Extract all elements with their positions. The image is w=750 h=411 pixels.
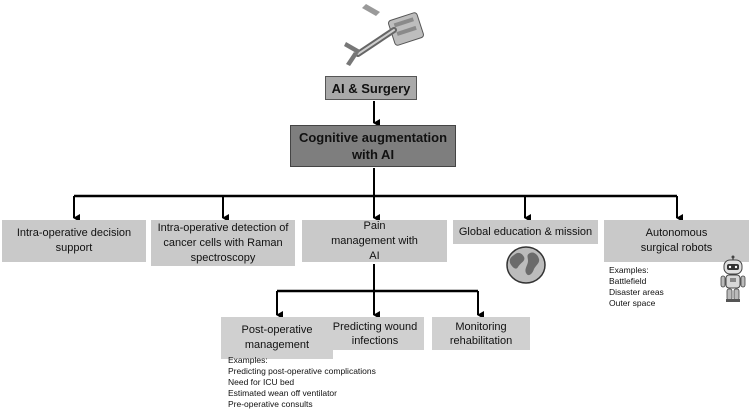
node-pain-management: Pain management with AI: [302, 220, 447, 262]
example-item: Disaster areas: [609, 287, 664, 297]
node-label: Monitoring rehabilitation: [449, 320, 513, 347]
example-item: Predicting post-operative complications: [228, 366, 376, 376]
node-predicting-wound-infections: Predicting wound infections: [326, 317, 424, 350]
postop-examples: Examples: Predicting post-operative comp…: [228, 355, 376, 410]
examples-heading: Examples:: [609, 265, 649, 275]
cognitive-augmentation-node: Cognitive augmentation with AI: [290, 125, 456, 167]
example-item: Battlefield: [609, 276, 647, 286]
node-raman-detection: Intra-operative detection of cancer cell…: [151, 220, 295, 266]
node-label: Post-operative management: [241, 324, 313, 351]
cognitive-label: Cognitive augmentation with AI: [298, 130, 448, 162]
root-node-ai-surgery: AI & Surgery: [325, 76, 417, 100]
node-label: Intra-operative detection of cancer cell…: [157, 221, 289, 264]
node-label: Pain management with AI: [331, 219, 418, 262]
node-decision-support: Intra-operative decision support: [2, 220, 146, 262]
node-label: Intra-operative decision support: [16, 227, 132, 254]
example-item: Need for ICU bed: [228, 377, 295, 387]
surgical-tool-icon: [344, 4, 425, 66]
node-monitoring-rehabilitation: Monitoring rehabilitation: [432, 317, 530, 350]
node-autonomous-robots: Autonomous surgical robots: [604, 220, 749, 262]
root-label: AI & Surgery: [331, 80, 411, 96]
node-global-education: Global education & mission: [453, 220, 598, 244]
node-post-operative-management: Post-operative management: [221, 317, 333, 359]
examples-heading: Examples:: [228, 355, 268, 365]
robot-examples: Examples: Battlefield Disaster areas Out…: [609, 265, 664, 309]
node-label: Global education & mission: [458, 225, 593, 238]
example-item: Estimated wean off ventilator: [228, 388, 337, 398]
example-item: Outer space: [609, 298, 656, 308]
globe-icon: [506, 246, 546, 284]
example-item: Pre-operative consults: [228, 399, 313, 409]
node-label: Predicting wound infections: [332, 320, 418, 347]
node-label: Autonomous surgical robots: [640, 227, 713, 254]
robot-icon: [720, 255, 746, 302]
